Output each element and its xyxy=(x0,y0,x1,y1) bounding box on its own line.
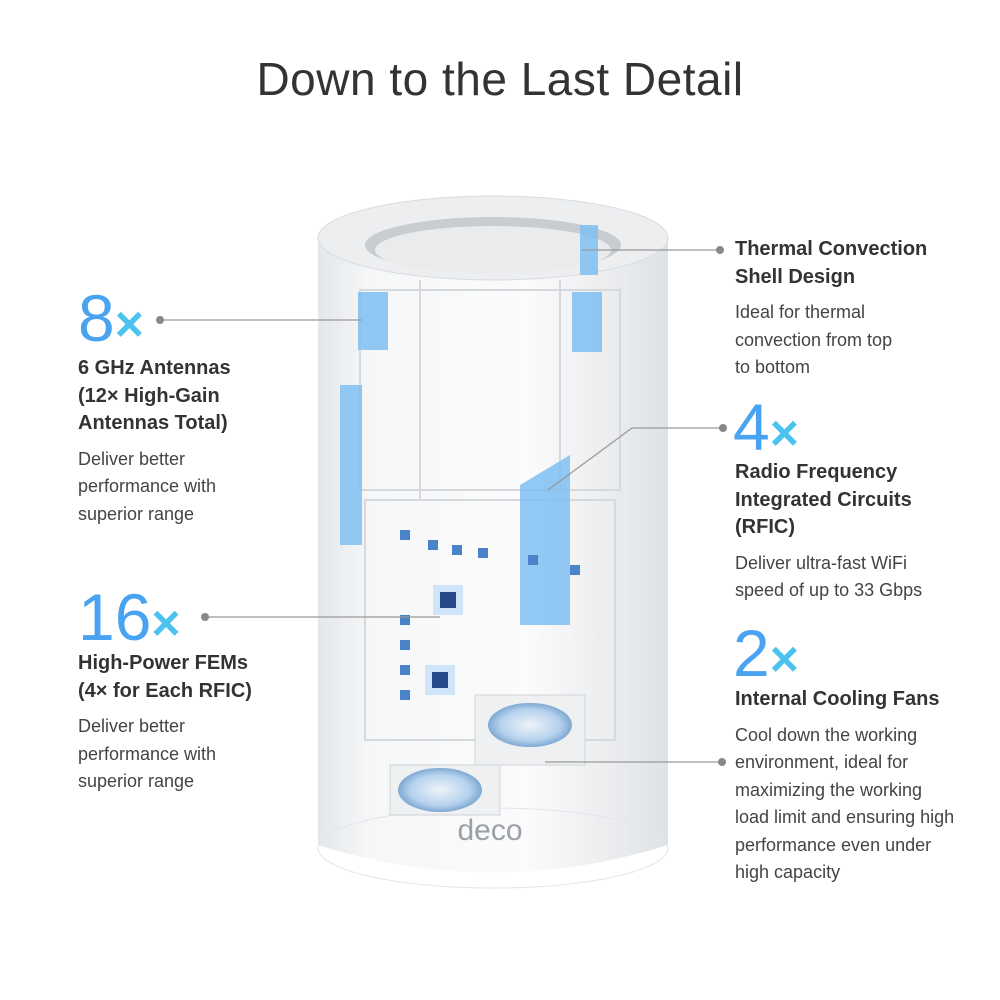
feature-heading: Thermal Convection Shell Design xyxy=(735,238,928,288)
feature-description: Deliver better performance with superior… xyxy=(78,448,217,524)
stat: 16× xyxy=(78,584,252,651)
stat-number: 2 xyxy=(733,616,770,690)
feature-rfic: 4× Radio Frequency Integrated Circuits (… xyxy=(733,394,922,605)
stat: 4× xyxy=(733,394,922,461)
multiplier-icon: × xyxy=(769,405,799,461)
feature-description: Ideal for thermal convection from top to… xyxy=(735,302,893,377)
page-title: Down to the Last Detail xyxy=(256,53,744,105)
feature-heading: Radio Frequency Integrated Circuits (RFI… xyxy=(735,461,912,538)
stat-number: 16 xyxy=(78,580,152,654)
antenna-highlights xyxy=(340,225,602,625)
multiplier-icon: × xyxy=(769,631,799,687)
fem-chips xyxy=(400,530,580,700)
stat-number: 8 xyxy=(78,281,115,355)
feature-description: Deliver ultra-fast WiFi speed of up to 3… xyxy=(735,552,923,601)
feature-fans: 2× Internal Cooling Fans Cool down the w… xyxy=(733,620,954,887)
feature-description: Cool down the working environment, ideal… xyxy=(735,724,955,883)
feature-heading: High-Power FEMs (4× for Each RFIC) xyxy=(78,652,252,702)
stat: 2× xyxy=(733,620,954,687)
stat: 8× xyxy=(78,285,231,352)
feature-heading: Internal Cooling Fans xyxy=(735,688,940,710)
multiplier-icon: × xyxy=(151,595,181,651)
feature-antennas: 8× 6 GHz Antennas (12× High-Gain Antenna… xyxy=(78,285,231,528)
rfic-chips xyxy=(425,585,463,695)
deco-logo: deco xyxy=(457,814,522,847)
feature-shell: Thermal Convection Shell Design Ideal fo… xyxy=(735,236,927,382)
feature-description: Deliver better performance with superior… xyxy=(78,716,217,791)
feature-heading: 6 GHz Antennas (12× High-Gain Antennas T… xyxy=(78,357,231,434)
cooling-fans xyxy=(389,694,586,816)
callout-lines xyxy=(156,246,727,766)
feature-fems: 16× High-Power FEMs (4× for Each RFIC) D… xyxy=(78,584,252,796)
stat-number: 4 xyxy=(733,390,770,464)
multiplier-icon: × xyxy=(114,296,144,352)
